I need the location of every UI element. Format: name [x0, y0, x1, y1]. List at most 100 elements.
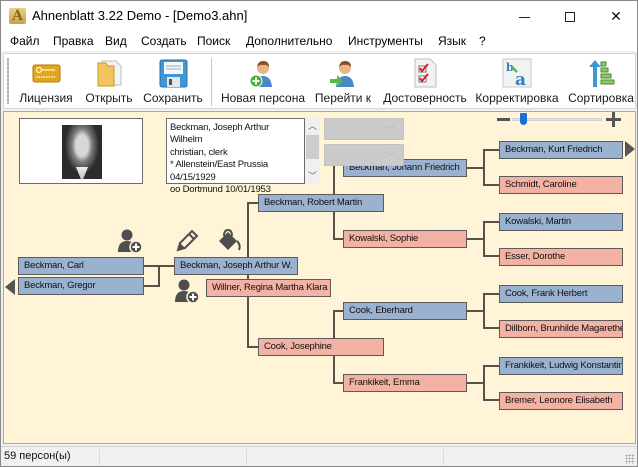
chevron-down-icon: ﹀: [385, 126, 395, 137]
info-scrollbar[interactable]: ︿ ﹀: [305, 118, 320, 184]
info-line-birthplace: * Allenstein/East Prussia: [170, 159, 268, 171]
navigate-right-icon[interactable]: [625, 141, 635, 157]
person-info-box: Beckman, Joseph Arthur Wilhelm christian…: [166, 118, 305, 195]
status-divider: [246, 449, 247, 465]
menu-create[interactable]: Создать: [141, 34, 187, 48]
add-child-icon[interactable]: [117, 228, 143, 254]
menu-search[interactable]: Поиск: [197, 34, 231, 48]
new-person-button[interactable]: Новая персона: [218, 54, 308, 108]
great-grandparent-box[interactable]: Bremer, Leonore Elisabeth: [499, 392, 623, 410]
person-photo: [62, 125, 102, 179]
close-icon: ✕: [610, 8, 622, 24]
menu-help[interactable]: ?: [479, 34, 486, 48]
connector-line: [467, 310, 485, 312]
person-photo-frame[interactable]: [19, 118, 143, 184]
connector-line: [247, 202, 249, 348]
menu-extras[interactable]: Дополнительно: [246, 34, 333, 48]
license-button-label: Лицензия: [19, 91, 73, 105]
zoom-slider-track[interactable]: [512, 118, 602, 121]
minimize-icon: [518, 16, 530, 18]
svg-text:b: b: [506, 61, 514, 74]
great-grandparent-box[interactable]: Schmidt, Caroline: [499, 176, 623, 194]
connector-line: [247, 202, 259, 204]
person-count: 59 персон(ы): [4, 450, 71, 462]
goto-button[interactable]: Перейти к: [311, 54, 375, 108]
license-button[interactable]: Лицензия: [16, 54, 76, 108]
menu-bar: Файл Правка Вид Создать Поиск Дополнител…: [1, 31, 637, 51]
status-divider: [99, 449, 100, 465]
menu-language[interactable]: Язык: [438, 34, 467, 48]
plausibility-button[interactable]: Достоверность: [381, 54, 469, 108]
great-grandparent-box[interactable]: Beckman, Kurt Friedrich: [499, 141, 623, 159]
save-floppy-icon: [159, 59, 188, 88]
paint-bucket-icon[interactable]: [216, 228, 242, 254]
new-person-button-label: Новая персона: [220, 91, 306, 105]
menu-file[interactable]: Файл: [10, 34, 40, 48]
sort-button[interactable]: Сортировка: [566, 54, 636, 108]
great-grandparent-box[interactable]: Dillborn, Brunhilde Magarethe: [499, 320, 623, 338]
open-button[interactable]: Открыть: [82, 54, 136, 108]
maternal-grandfather-box[interactable]: Cook, Eberhard: [343, 302, 467, 320]
scroll-thumb[interactable]: [306, 135, 319, 159]
great-grandparent-box[interactable]: Cook, Frank Herbert: [499, 285, 623, 303]
mother-box[interactable]: Cook, Josephine: [258, 338, 384, 356]
connector-line: [483, 365, 499, 367]
navigate-left-icon[interactable]: [5, 279, 15, 295]
maternal-grandmother-box[interactable]: Frankikeit, Emma: [343, 374, 467, 392]
toolbar-separator: [211, 58, 212, 106]
great-grandparent-box[interactable]: Esser, Dorothe: [499, 248, 623, 266]
sort-icon: [589, 60, 615, 87]
root-person-box[interactable]: Beckman, Joseph Arthur W.: [174, 257, 298, 275]
correction-button-label: Корректировка: [475, 91, 559, 105]
sort-button-label: Сортировка: [568, 91, 634, 105]
close-button[interactable]: ✕: [593, 1, 638, 31]
resize-grip[interactable]: [625, 454, 635, 464]
plausibility-check-icon: [414, 58, 437, 88]
edit-pencil-icon[interactable]: [174, 228, 200, 254]
connector-line: [483, 149, 485, 186]
zoom-in-button[interactable]: [606, 112, 621, 127]
maximize-icon: [565, 12, 575, 23]
child-box-carl[interactable]: Beckman, Carl: [18, 257, 144, 275]
open-button-label: Открыть: [85, 91, 133, 105]
zoom-out-button[interactable]: [497, 118, 510, 121]
ahnenblatt-logo-icon[interactable]: A: [9, 8, 26, 24]
generation-select-2[interactable]: ﹀: [324, 144, 404, 166]
connector-line: [483, 255, 499, 257]
minimize-button[interactable]: [501, 1, 547, 31]
connector-line: [483, 293, 485, 329]
generation-select-1[interactable]: ﹀: [324, 118, 404, 140]
father-box[interactable]: Beckman, Robert Martin: [258, 194, 384, 212]
correction-button[interactable]: b a Корректировка: [474, 54, 560, 108]
title-bar: A Ahnenblatt 3.22 Demo - [Demo3.ahn] ✕: [1, 1, 637, 31]
scroll-down-icon[interactable]: ﹀: [307, 171, 317, 181]
status-divider: [443, 449, 444, 465]
info-line-marriage: oo Dortmund 10/01/1953: [170, 184, 271, 196]
open-folder-icon: [97, 60, 122, 87]
connector-line: [333, 238, 343, 240]
paternal-grandmother-box[interactable]: Kowalski, Sophie: [343, 230, 467, 248]
maximize-button[interactable]: [547, 1, 593, 31]
scroll-up-icon[interactable]: ︿: [307, 121, 317, 131]
spouse-box[interactable]: Willner, Regina Martha Klara: [206, 279, 331, 297]
toolbar-grip[interactable]: [7, 58, 9, 104]
info-line-birthdate: 04/15/1929: [170, 171, 216, 183]
menu-view[interactable]: Вид: [105, 34, 127, 48]
info-line-occupation: christian, clerk: [170, 146, 228, 158]
great-grandparent-box[interactable]: Kowalski, Martin: [499, 213, 623, 231]
save-button-label: Сохранить: [143, 91, 203, 105]
menu-edit[interactable]: Правка: [53, 34, 94, 48]
add-spouse-icon[interactable]: [174, 278, 200, 304]
child-box-gregor[interactable]: Beckman, Gregor: [18, 277, 144, 295]
connector-line: [467, 382, 485, 384]
family-tree-canvas[interactable]: Beckman, Joseph Arthur Wilhelm christian…: [3, 111, 636, 444]
chevron-down-icon: ﹀: [385, 152, 395, 163]
save-button[interactable]: Сохранить: [141, 54, 205, 108]
connector-line: [467, 238, 485, 240]
connector-line: [247, 346, 259, 348]
zoom-slider-thumb[interactable]: [520, 113, 527, 125]
great-grandparent-box[interactable]: Frankikeit, Ludwig Konstantin: [499, 357, 623, 375]
connector-line: [467, 167, 485, 169]
menu-tools[interactable]: Инструменты: [348, 34, 423, 48]
